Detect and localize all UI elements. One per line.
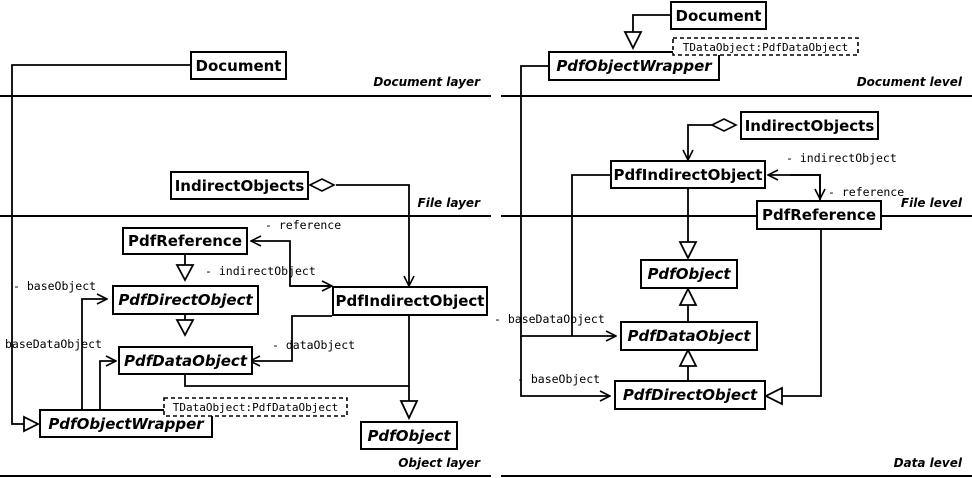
wrapper-to-dataobject-line	[99, 361, 116, 410]
indirectobjects-class-label-right: IndirectObjects	[745, 117, 875, 135]
pdfreference-class-label: PdfReference	[128, 232, 242, 250]
directobject-generalization-arrow-right	[678, 347, 698, 367]
pdfindirectobject-class-label-right: PdfIndirectObject	[614, 166, 763, 184]
pdfreference-class-label-right: PdfReference	[762, 206, 876, 224]
dataobject-to-object-line	[184, 374, 409, 387]
indirect-generalization-arrow-right	[678, 241, 698, 261]
pdfindirectobject-class-box	[332, 286, 488, 316]
pdfindirectobject-class-box-right	[610, 160, 766, 189]
reference-generalization-arrow	[175, 264, 195, 282]
aggregation-diamond-right	[710, 118, 738, 132]
pdfobject-class-box-right	[640, 259, 738, 289]
indirectobjects-class-box-right	[740, 111, 879, 140]
indirectobject-role-label-right: - indirectObject	[786, 151, 897, 165]
pdfdirectobject-class-label: PdfDirectObject	[118, 291, 253, 309]
pdfindirectobject-class-label: PdfIndirectObject	[336, 292, 485, 310]
right-template-param-label: TDataObject:PdfDataObject	[683, 41, 849, 54]
basedataobject-role-label-right: - baseDataObject	[494, 312, 605, 326]
file-level-label: File level	[901, 196, 963, 210]
wrapper-generalization-arrow	[23, 415, 41, 433]
reference-generalization-line-right	[782, 229, 822, 397]
pdfdataobject-class-label: PdfDataObject	[124, 352, 248, 370]
left-template-param-box	[163, 397, 348, 417]
pdfreference-class-box	[122, 227, 248, 255]
indirectobject-role-label: - indirectObject	[205, 264, 316, 278]
left-template-param-label: TDataObject:PdfDataObject	[173, 401, 339, 414]
document-to-wrapper-line-right	[632, 14, 670, 32]
pdfobject-class-box	[360, 421, 458, 450]
right-diagram: Document level File level Data level - i…	[494, 1, 972, 477]
wrapper-to-directobject-line-right	[520, 336, 610, 396]
reference-generalization-arrow-right	[763, 386, 783, 406]
indirectobjects-to-indirect-line	[336, 184, 409, 286]
indirect-dataobject-line	[250, 315, 332, 361]
wrapper-generalization-arrow-right	[623, 31, 643, 51]
pdfobject-class-label-right: PdfObject	[647, 265, 731, 283]
pdfreference-class-box-right	[756, 200, 882, 230]
data-level-label: Data level	[894, 456, 963, 470]
pdfobject-class-label: PdfObject	[367, 427, 451, 445]
indirect-to-reference-line-right	[790, 174, 820, 199]
indirectobjects-class-label: IndirectObjects	[175, 177, 305, 195]
file-layer-label: File layer	[418, 196, 482, 210]
document-layer-label: Document layer	[373, 75, 481, 89]
indirect-to-dataobject-line-right	[571, 174, 610, 336]
pdfobjectwrapper-class-box-right	[548, 51, 720, 81]
pdfdirectobject-class-label-right: PdfDirectObject	[623, 386, 758, 404]
indirectobjects-to-indirect-line-right	[688, 124, 712, 160]
pdfdataobject-class-box	[118, 346, 253, 375]
dataobject-role-label: - dataObject	[272, 338, 355, 352]
pdfdataobject-class-label-right: PdfDataObject	[628, 327, 752, 345]
pdfdirectobject-class-box-right	[614, 380, 766, 410]
reference-role-label: - reference	[265, 218, 341, 232]
document-class-box	[190, 51, 287, 80]
dataobject-generalization-arrow-right	[678, 286, 698, 306]
document-to-wrapper-line	[11, 64, 190, 425]
reference-to-indirect-line-right	[768, 175, 821, 200]
pdfobjectwrapper-class-label: PdfObjectWrapper	[48, 415, 205, 433]
document-class-label-right: Document	[676, 7, 762, 25]
baseobject-role-label-right: - baseObject	[517, 372, 600, 386]
pdfdirectobject-class-box	[112, 285, 259, 315]
aggregation-diamond	[308, 178, 336, 192]
baseobject-role-label: - baseObject	[13, 279, 96, 293]
pdfdataobject-class-box-right	[620, 321, 758, 351]
reference-role-label-right: - reference	[828, 185, 904, 199]
document-class-label: Document	[196, 57, 282, 75]
indirectobjects-class-box	[170, 171, 309, 200]
wrapper-to-dataobject-line-right	[520, 65, 616, 336]
object-generalization-arrow	[399, 400, 419, 421]
direct-generalization-arrow	[175, 319, 195, 337]
basedataobject-role-label: baseDataObject	[5, 337, 102, 351]
right-template-param-box	[672, 37, 859, 56]
document-class-box-right	[670, 1, 767, 30]
document-level-label: Document level	[857, 75, 963, 89]
wrapper-to-directobject-line	[81, 299, 107, 410]
object-layer-label: Object layer	[398, 456, 481, 470]
pdfobjectwrapper-class-label-right: PdfObjectWrapper	[556, 57, 713, 75]
left-diagram: Document layer File layer Object layer -…	[0, 51, 491, 477]
